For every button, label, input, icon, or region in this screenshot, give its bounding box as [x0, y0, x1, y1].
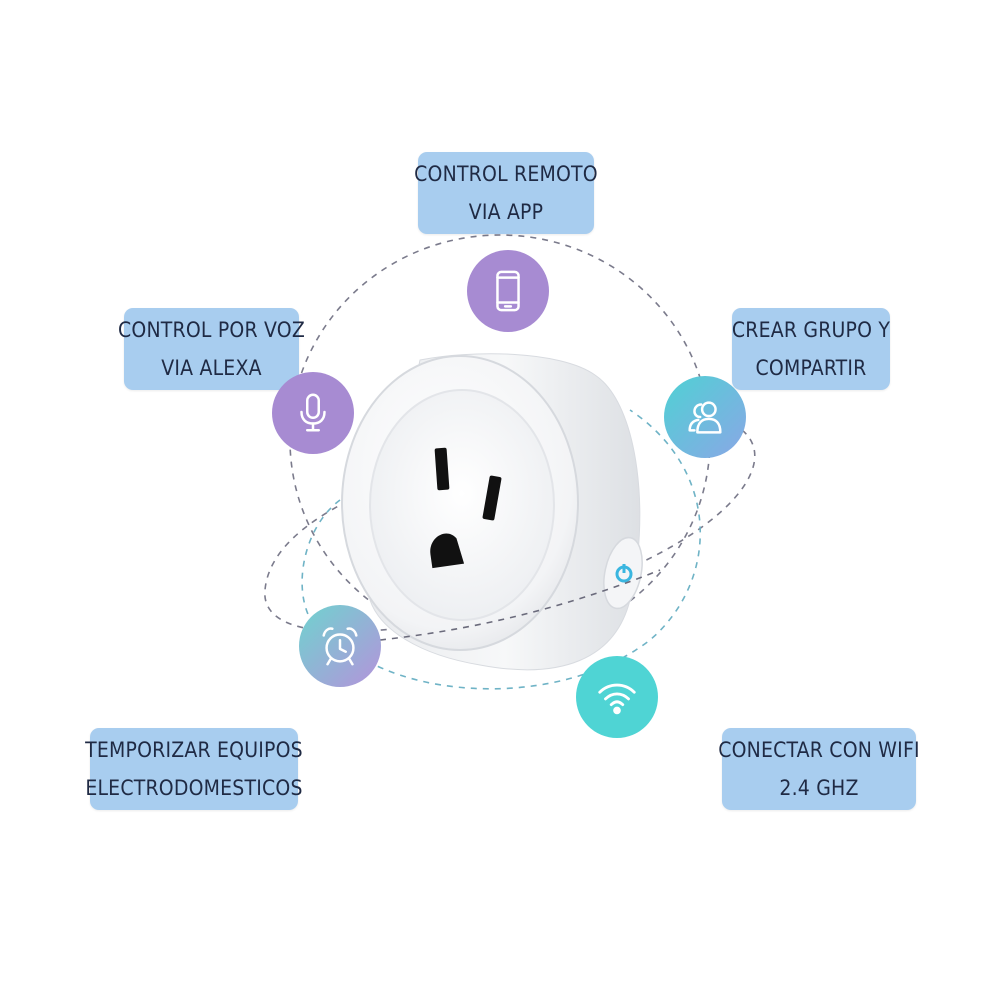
- label-line: CREAR GRUPO Y: [731, 318, 891, 342]
- label-control-voz: CONTROL POR VOZ VIA ALEXA: [118, 308, 305, 390]
- smart-plug-image: [341, 353, 643, 671]
- orbit-teal-left: [301, 499, 341, 631]
- orbit-teal-tilted: [337, 409, 701, 690]
- label-line: CONECTAR CON WIFI: [718, 738, 920, 762]
- label-temporizar: TEMPORIZAR EQUIPOS ELECTRODOMESTICOS: [85, 728, 303, 810]
- label-line: VIA APP: [468, 200, 544, 224]
- label-crear-grupo: CREAR GRUPO Y COMPARTIR: [732, 308, 890, 390]
- label-line: COMPARTIR: [755, 356, 867, 380]
- microphone-icon: [272, 372, 354, 454]
- label-line: CONTROL REMOTO: [414, 162, 598, 186]
- users-icon: [664, 376, 746, 458]
- label-line: ELECTRODOMESTICOS: [85, 776, 303, 800]
- label-line: CONTROL POR VOZ: [118, 318, 305, 342]
- label-line: VIA ALEXA: [161, 356, 262, 380]
- smartphone-icon: [467, 250, 549, 332]
- label-line: TEMPORIZAR EQUIPOS: [85, 738, 303, 762]
- label-conectar-wifi: CONECTAR CON WIFI 2.4 GHZ: [718, 728, 920, 810]
- wifi-icon: [576, 656, 658, 738]
- label-control-remoto: CONTROL REMOTO VIA APP: [414, 152, 598, 234]
- label-line: 2.4 GHZ: [779, 776, 859, 800]
- alarm-clock-icon: [299, 605, 381, 687]
